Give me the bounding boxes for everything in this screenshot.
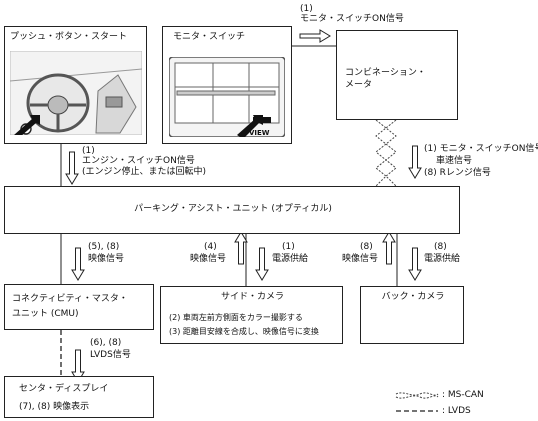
meter-label-line1: コンビネーション・ bbox=[345, 68, 426, 78]
back-power-supply: 電源供給 bbox=[424, 254, 461, 264]
lvds-signal-number: (6), (8) bbox=[90, 338, 122, 348]
push-button-start-label: プッシュ・ボタン・スタート bbox=[10, 32, 128, 42]
side-camera-note2: (3) 距離目安線を合成し、映像信号に変換 bbox=[169, 327, 319, 336]
engine-signal-number: (1) bbox=[82, 146, 95, 156]
legend-ms-can-label: : MS-CAN bbox=[442, 390, 484, 400]
center-display-box: センタ・ディスプレイ (7), (8) 映像表示 bbox=[4, 376, 154, 418]
meter-label-line2: メータ bbox=[345, 80, 373, 90]
monitor-screen-illustration bbox=[169, 57, 285, 137]
legend-lvds-label: : LVDS bbox=[442, 406, 471, 416]
push-button-start-box: プッシュ・ボタン・スタート bbox=[4, 26, 147, 144]
cmu-video-number: (5), (8) bbox=[88, 242, 120, 252]
monitor-signal-number: (1) bbox=[300, 4, 313, 14]
meter-signal-line1: (1) モニタ・スイッチON信号 bbox=[424, 144, 538, 154]
cmu-box: コネクティビティ・マスタ・ ユニット (CMU) bbox=[4, 284, 154, 330]
monitor-switch-box: モニタ・スイッチ VIEW bbox=[162, 26, 292, 144]
monitor-switch-on-signal: モニタ・スイッチON信号 bbox=[300, 14, 404, 24]
arrow-back-video-up bbox=[382, 231, 396, 265]
side-camera-box: サイド・カメラ (2) 車両左前方側面をカラー撮影する (3) 距離目安線を合成… bbox=[160, 286, 343, 344]
side-power-number: (1) bbox=[282, 242, 295, 252]
lvds-signal-label: LVDS信号 bbox=[90, 350, 131, 360]
side-video-number: (4) bbox=[204, 242, 217, 252]
arrow-back-power bbox=[408, 247, 422, 281]
legend-ms-can-swatch bbox=[395, 392, 439, 399]
meter-signal-line3: (8) Rレンジ信号 bbox=[424, 168, 491, 178]
parking-assist-unit-label: パーキング・アシスト・ユニット (オプティカル) bbox=[134, 204, 332, 214]
engine-signal-note: (エンジン停止、または回転中) bbox=[82, 167, 207, 177]
monitor-switch-label: モニタ・スイッチ bbox=[173, 32, 246, 42]
parking-assist-unit-box: パーキング・アシスト・ユニット (オプティカル) bbox=[4, 186, 460, 234]
arrow-side-power bbox=[255, 247, 269, 281]
back-video-signal: 映像信号 bbox=[342, 254, 379, 264]
side-power-supply: 電源供給 bbox=[272, 254, 309, 264]
combination-meter-box: コンビネーション・ メータ bbox=[336, 30, 458, 120]
ms-can-bus bbox=[375, 119, 397, 187]
arrow-monitor-to-meter bbox=[299, 29, 331, 43]
arrow-pas-to-cmu bbox=[71, 247, 85, 281]
arrow-meter-to-pas bbox=[408, 145, 422, 179]
cmu-label-line2: ユニット (CMU) bbox=[12, 309, 79, 319]
back-camera-box: バック・カメラ bbox=[360, 286, 464, 344]
back-camera-label: バック・カメラ bbox=[381, 292, 445, 302]
engine-switch-on-signal: エンジン・スイッチON信号 bbox=[82, 156, 195, 166]
meter-signal-line2: 車速信号 bbox=[436, 156, 473, 166]
back-video-number: (8) bbox=[360, 242, 373, 252]
arrow-side-video-up bbox=[234, 231, 248, 265]
cmu-video-signal: 映像信号 bbox=[88, 254, 125, 264]
back-power-number: (8) bbox=[434, 242, 447, 252]
side-camera-label: サイド・カメラ bbox=[220, 292, 284, 302]
arrow-push-to-pas bbox=[65, 151, 79, 185]
steering-wheel-illustration bbox=[10, 51, 142, 135]
side-video-signal: 映像信号 bbox=[190, 254, 227, 264]
center-display-label: センタ・ディスプレイ bbox=[19, 384, 109, 394]
center-display-note: (7), (8) 映像表示 bbox=[19, 402, 90, 412]
cmu-label-line1: コネクティビティ・マスタ・ bbox=[12, 294, 128, 304]
view-button-label: VIEW bbox=[249, 129, 270, 137]
side-camera-note1: (2) 車両左前方側面をカラー撮影する bbox=[169, 313, 303, 322]
